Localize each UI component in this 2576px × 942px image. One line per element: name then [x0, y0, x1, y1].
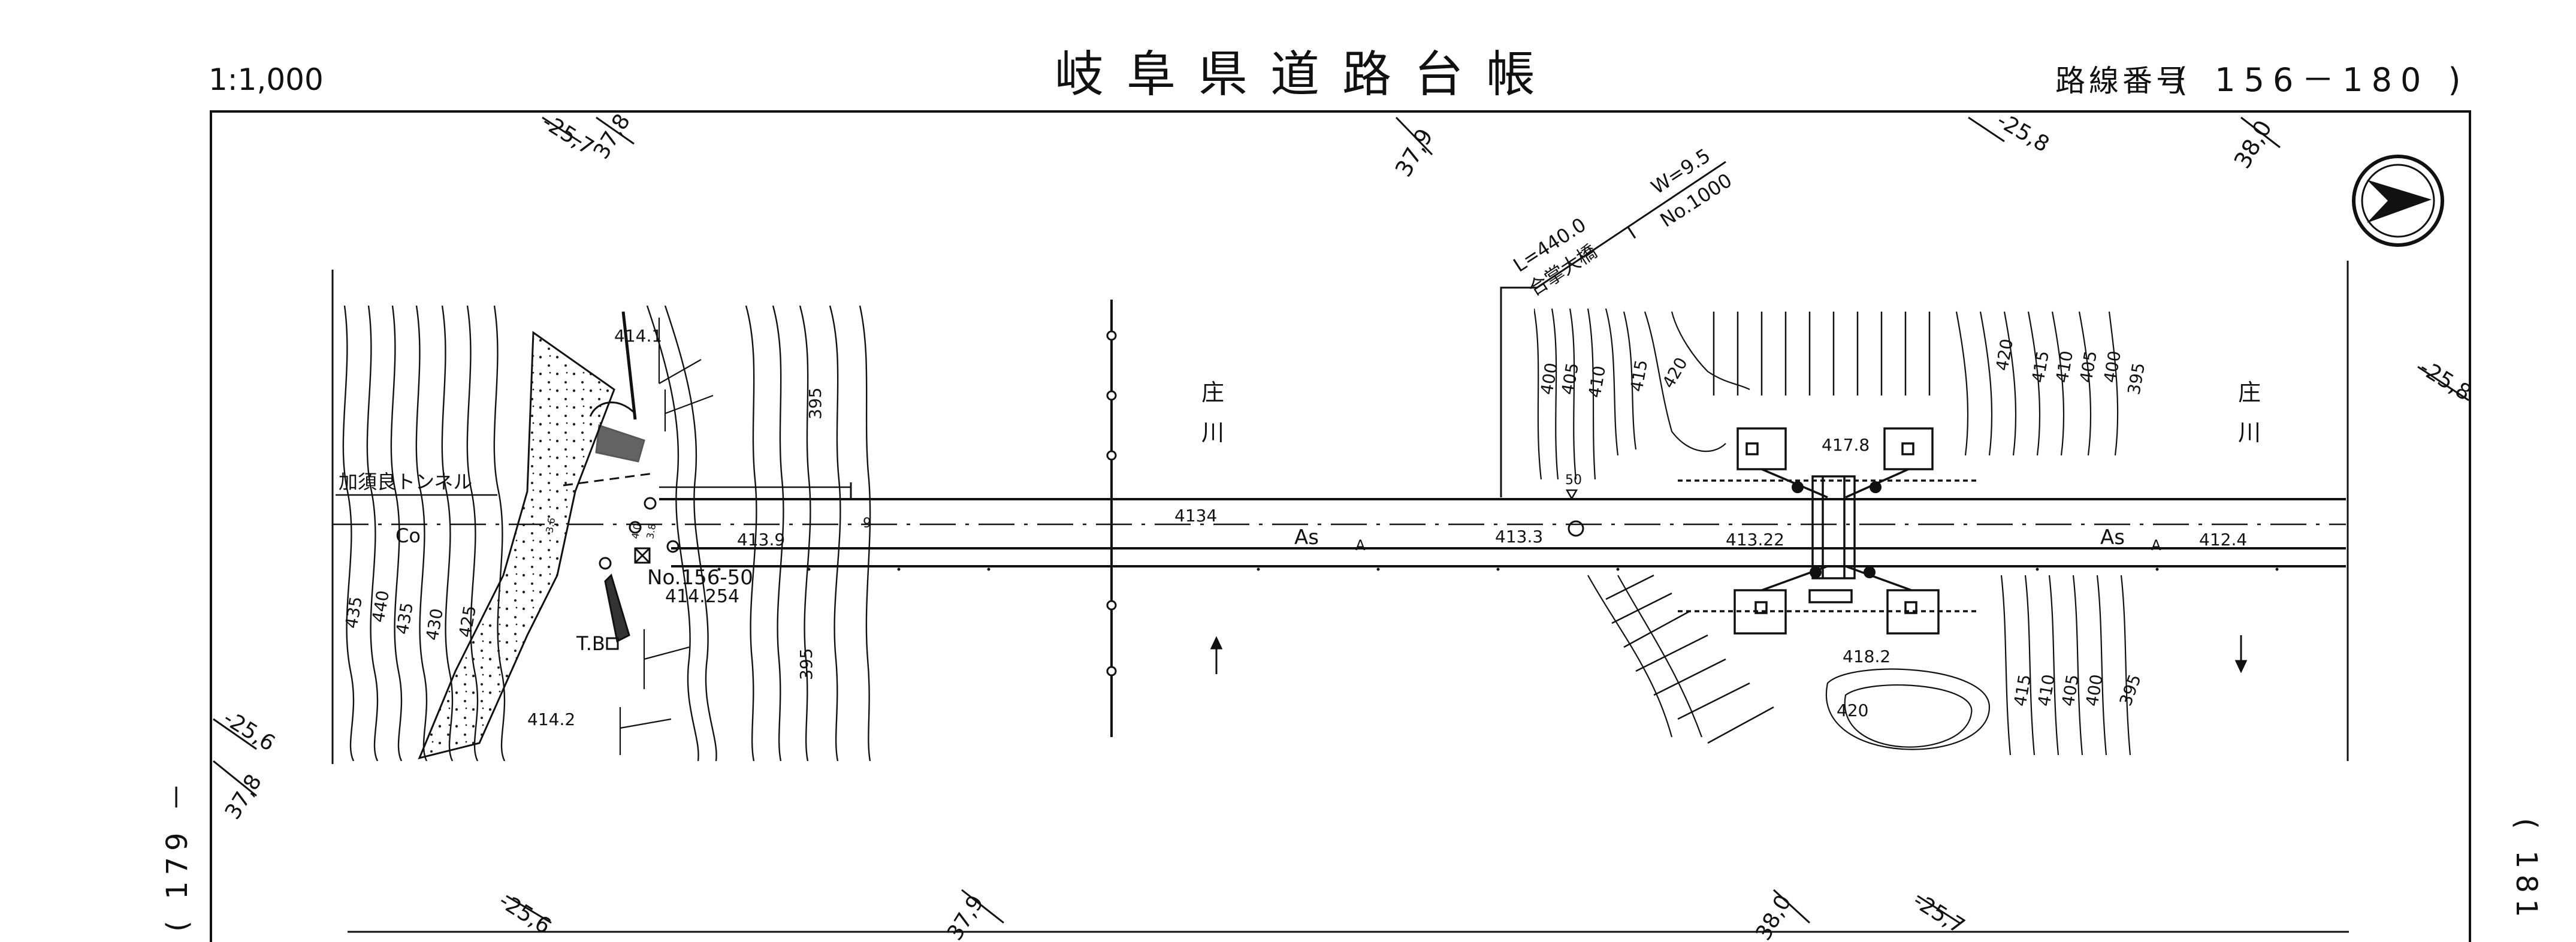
contour-r-400: 400 — [2100, 349, 2125, 384]
contour-r-415: 415 — [2028, 349, 2053, 384]
elev-50: 50 — [1565, 473, 1582, 488]
left-dotted-zone — [418, 331, 615, 760]
elev-417-8: 417.8 — [1822, 435, 1870, 455]
north-arrow-icon — [2352, 155, 2444, 247]
contour-435a: 435 — [341, 595, 366, 630]
contour-b-415: 415 — [1626, 358, 1651, 393]
tick-left-2: 37,8 — [221, 770, 267, 824]
road-edge-dots — [717, 567, 2279, 571]
page-title: 岐阜県道路台帳 — [1055, 46, 1558, 103]
contour-430: 430 — [422, 607, 447, 642]
tick-top-4: -25,8 — [1993, 108, 2053, 157]
tick-right-1: -25,8 — [2415, 355, 2475, 406]
benchmark-elevation: 414.254 — [665, 586, 739, 607]
flow-arrow-up-icon — [1210, 636, 1223, 674]
benchmark-id: No.156-50 — [647, 566, 753, 590]
tb-label: T.B — [576, 632, 605, 655]
route-label: 路線番号 — [2055, 64, 2190, 98]
bridge-piers — [1792, 481, 1882, 578]
elev-9: 9 — [863, 516, 871, 531]
bridge-terrain — [1534, 308, 2131, 756]
elev-414-1: 414.1 — [614, 326, 662, 346]
contour-l-395: 395 — [2116, 672, 2145, 709]
tick-bottom-3: 38,0 — [1751, 891, 1796, 942]
grid-ticks — [213, 116, 2469, 924]
marker-a2: A — [2151, 537, 2161, 554]
bridge-abutments — [1678, 427, 1977, 635]
left-page-ref: ( 179 － — [161, 777, 194, 932]
small-label-1: 3.6 — [543, 517, 557, 533]
left-terrain — [342, 306, 871, 761]
elev-412-4: 412.4 — [2199, 530, 2247, 550]
tick-top-2: 37,8 — [589, 110, 635, 164]
small-label-3: 3.8 — [644, 523, 658, 539]
elev-420: 420 — [1837, 701, 1868, 720]
elev-414-2: 414.2 — [527, 709, 575, 729]
river-name-1b: 川 — [1201, 419, 1224, 446]
contour-b-405: 405 — [1557, 361, 1583, 396]
map-extent-lines — [331, 261, 2349, 933]
elev-4134: 4134 — [1174, 506, 1217, 526]
road — [333, 482, 2346, 567]
contour-r-395: 395 — [2124, 361, 2149, 396]
tunnel-label: 加須良トンネル — [339, 470, 472, 493]
river-name-2b: 川 — [2238, 419, 2261, 446]
bridge-callout — [1500, 161, 1726, 497]
marker-a1: A — [1355, 537, 1366, 554]
surface-asphalt-1: As — [1294, 526, 1319, 550]
tick-bottom-2: 37,9 — [943, 891, 989, 942]
flow-arrow-down-icon — [2234, 635, 2248, 674]
tick-top-1: -25,7 — [537, 110, 598, 160]
triangle-marker-icon — [1565, 489, 1578, 500]
elev-413-22: 413.22 — [1726, 530, 1784, 550]
map-frame — [210, 110, 2471, 942]
elev-413-3: 413.3 — [1495, 527, 1543, 547]
bridge-slope-hatching — [1605, 312, 1931, 744]
right-page-ref: ( 181 － — [2509, 818, 2543, 942]
river-name-1a: 庄 — [1201, 379, 1224, 406]
small-label-2: 4.0 — [629, 523, 643, 539]
contour-395a: 395 — [805, 388, 825, 419]
elev-418-2: 418.2 — [1843, 647, 1891, 666]
survey-circle — [1568, 520, 1584, 537]
benchmark-symbol — [599, 497, 680, 650]
river-markers-1 — [1106, 330, 1117, 677]
scale-label: 1:1,000 — [209, 62, 324, 97]
contour-r-410: 410 — [2052, 349, 2077, 384]
tick-left-1: -25,6 — [219, 706, 279, 756]
elev-413-9: 413.9 — [737, 530, 785, 550]
contour-r-405: 405 — [2076, 349, 2101, 384]
tick-top-5: 38,0 — [2229, 116, 2277, 173]
contour-b-420: 420 — [1658, 354, 1691, 392]
surface-concrete: Co — [395, 524, 421, 547]
contour-b-410: 410 — [1584, 364, 1609, 399]
route-number: ( 156－180 ) — [2175, 61, 2469, 99]
surface-asphalt-2: As — [2100, 526, 2125, 550]
contour-395b: 395 — [796, 648, 816, 680]
slope-hatching-left — [619, 318, 714, 755]
river-name-2a: 庄 — [2238, 379, 2261, 406]
